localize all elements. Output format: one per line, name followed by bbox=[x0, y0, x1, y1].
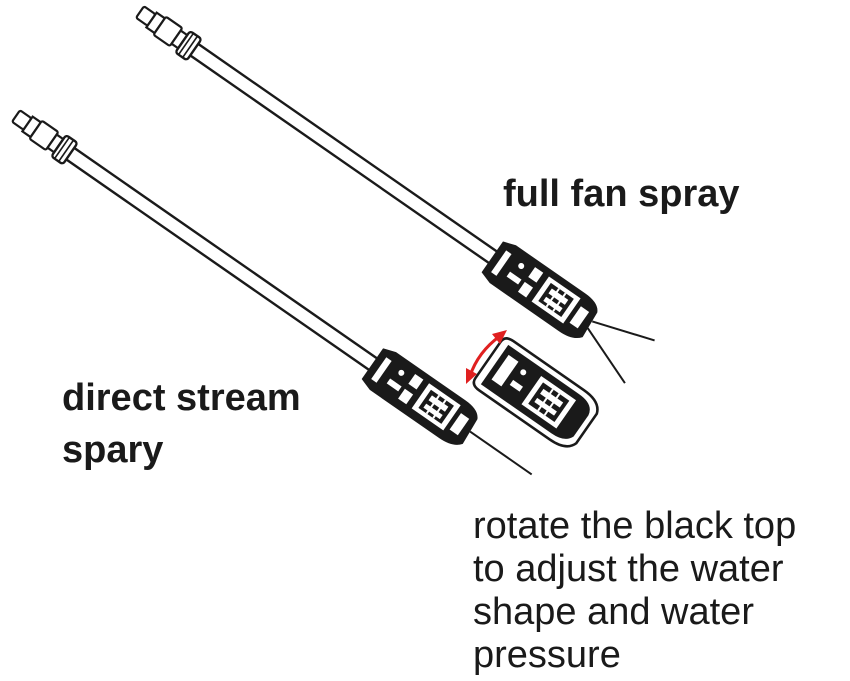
rotate-instruction-line-3: shape and water bbox=[473, 591, 754, 633]
rotation-arrow bbox=[466, 330, 507, 384]
direct-stream-line-2: spary bbox=[62, 429, 164, 471]
detached-nozzle bbox=[472, 337, 599, 448]
upper-lance bbox=[131, 0, 655, 384]
direct-stream-label: direct stream spary bbox=[62, 372, 301, 476]
rotate-instruction-line-1: rotate the black top bbox=[473, 505, 797, 547]
lower-lance bbox=[7, 104, 533, 476]
rotate-instruction-line-2: to adjust the water bbox=[473, 548, 784, 590]
direct-stream-line-1: direct stream bbox=[62, 377, 301, 419]
rotate-instruction-line-4: pressure bbox=[473, 634, 621, 676]
rotate-instruction-label: rotate the black top to adjust the water… bbox=[473, 505, 848, 677]
full-fan-spray-label: full fan spray bbox=[503, 173, 740, 215]
